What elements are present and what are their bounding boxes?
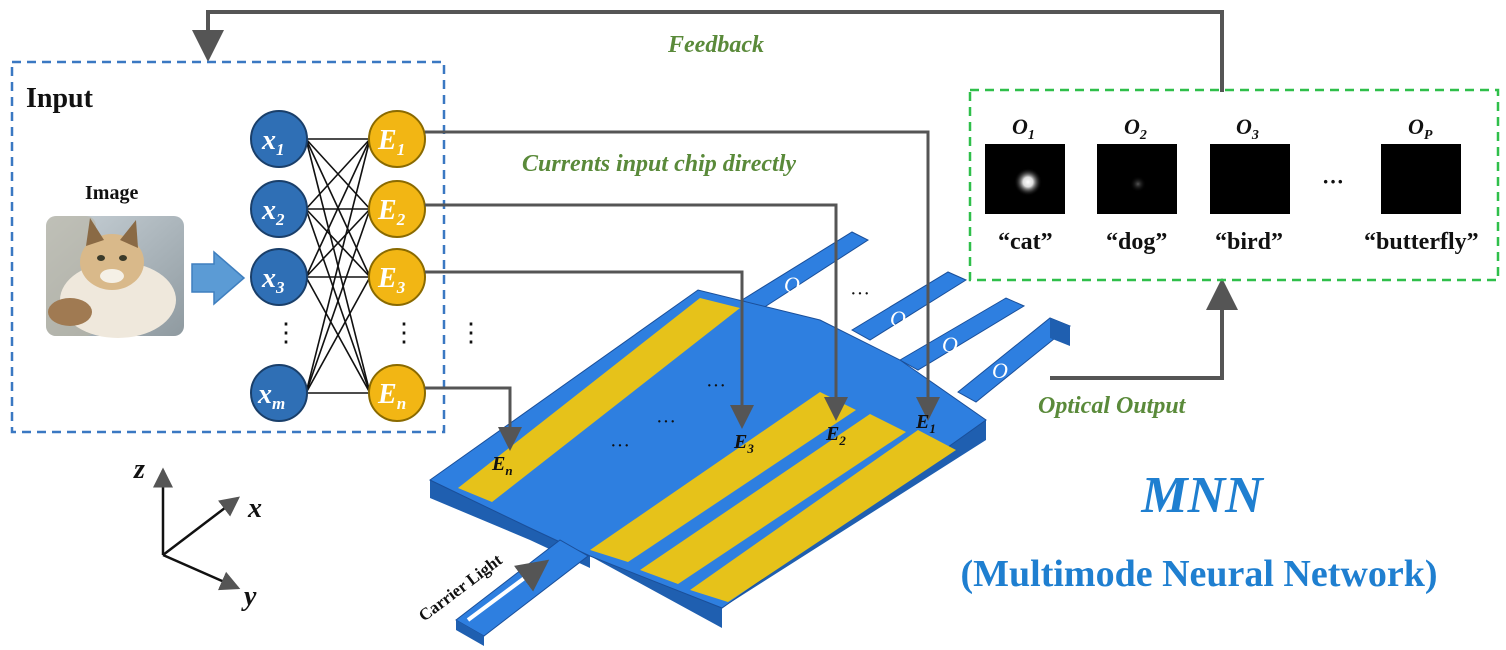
optical-output-arrow <box>1050 278 1238 380</box>
input-vdots: ⋮ <box>273 318 299 347</box>
chip-electrode-e3: E3 <box>733 431 754 456</box>
input-node-x1: x1 <box>250 110 308 168</box>
feedback-path <box>192 10 1224 92</box>
chip-electrode-e1: E1 <box>915 411 936 436</box>
svg-text:xm: xm <box>257 379 285 413</box>
chip <box>429 231 1071 646</box>
input-node-xm: xm <box>250 364 308 422</box>
svg-text:E1: E1 <box>377 125 405 159</box>
chip-output-o2: O2 <box>942 332 965 361</box>
chip-output-o3: O3 <box>890 306 913 335</box>
axis-x-label: x <box>247 493 262 524</box>
encoder-node-e3: E3 <box>368 248 426 306</box>
input-node-x3: x3 <box>250 248 308 306</box>
output-port-op: OP “butterfly” <box>1364 114 1479 255</box>
encoder-node-en: En <box>368 364 426 422</box>
encoder-vdots: ⋮ <box>391 318 417 347</box>
chip-hdots-1: ··· <box>610 435 630 457</box>
output-port-o1: O1 “cat” <box>985 114 1065 255</box>
feedback-label: Feedback <box>667 32 764 58</box>
chip-hdots-4: ··· <box>850 283 870 305</box>
input-arrow <box>191 250 246 306</box>
mnn-subtitle: (Multimode Neural Network) <box>960 553 1437 595</box>
current-wires <box>425 130 940 451</box>
svg-text:x3: x3 <box>261 263 285 297</box>
svg-text:x2: x2 <box>261 195 285 229</box>
axis-z-label: z <box>133 454 145 485</box>
input-title: Input <box>26 83 94 114</box>
axis-y-label: y <box>241 581 257 612</box>
encoder-node-e2: E2 <box>368 180 426 238</box>
output-port-o3: O3 “bird” <box>1210 114 1290 255</box>
output-word-cat: “cat” <box>998 229 1053 255</box>
output-word-butterfly: “butterfly” <box>1364 229 1479 255</box>
svg-text:O2: O2 <box>1124 114 1147 143</box>
encoder-node-e1: E1 <box>368 110 426 168</box>
output-word-bird: “bird” <box>1215 229 1283 255</box>
chip-hdots-2: ··· <box>656 411 676 433</box>
optical-output-label: Optical Output <box>1038 393 1187 419</box>
cat-image <box>46 216 184 338</box>
chip-hdots-3: ··· <box>706 375 726 397</box>
svg-text:x1: x1 <box>261 125 285 159</box>
connections <box>305 138 371 394</box>
svg-text:O3: O3 <box>1236 114 1259 143</box>
axes <box>153 467 241 591</box>
chip-output-op: Op <box>784 272 807 301</box>
image-label: Image <box>85 182 138 204</box>
output-box <box>968 88 1500 282</box>
chip-electrode-e2: E2 <box>825 423 846 448</box>
svg-text:O1: O1 <box>1012 114 1035 143</box>
wire-vdots: ⋮ <box>458 318 484 347</box>
svg-text:E3: E3 <box>377 263 406 297</box>
mnn-title: MNN <box>1140 467 1265 524</box>
svg-text:En: En <box>377 379 406 413</box>
output-port-o2: O2 “dog” <box>1097 114 1177 255</box>
currents-label: Currents input chip directly <box>522 151 796 177</box>
input-node-x2: x2 <box>250 180 308 238</box>
chip-output-o1: O1 <box>992 358 1015 387</box>
svg-text:OP: OP <box>1408 114 1433 143</box>
output-word-dog: “dog” <box>1106 229 1167 255</box>
chip-electrode-en: En <box>491 453 513 478</box>
output-hdots: ··· <box>1322 169 1344 194</box>
svg-text:E2: E2 <box>377 195 406 229</box>
input-box <box>10 60 446 434</box>
